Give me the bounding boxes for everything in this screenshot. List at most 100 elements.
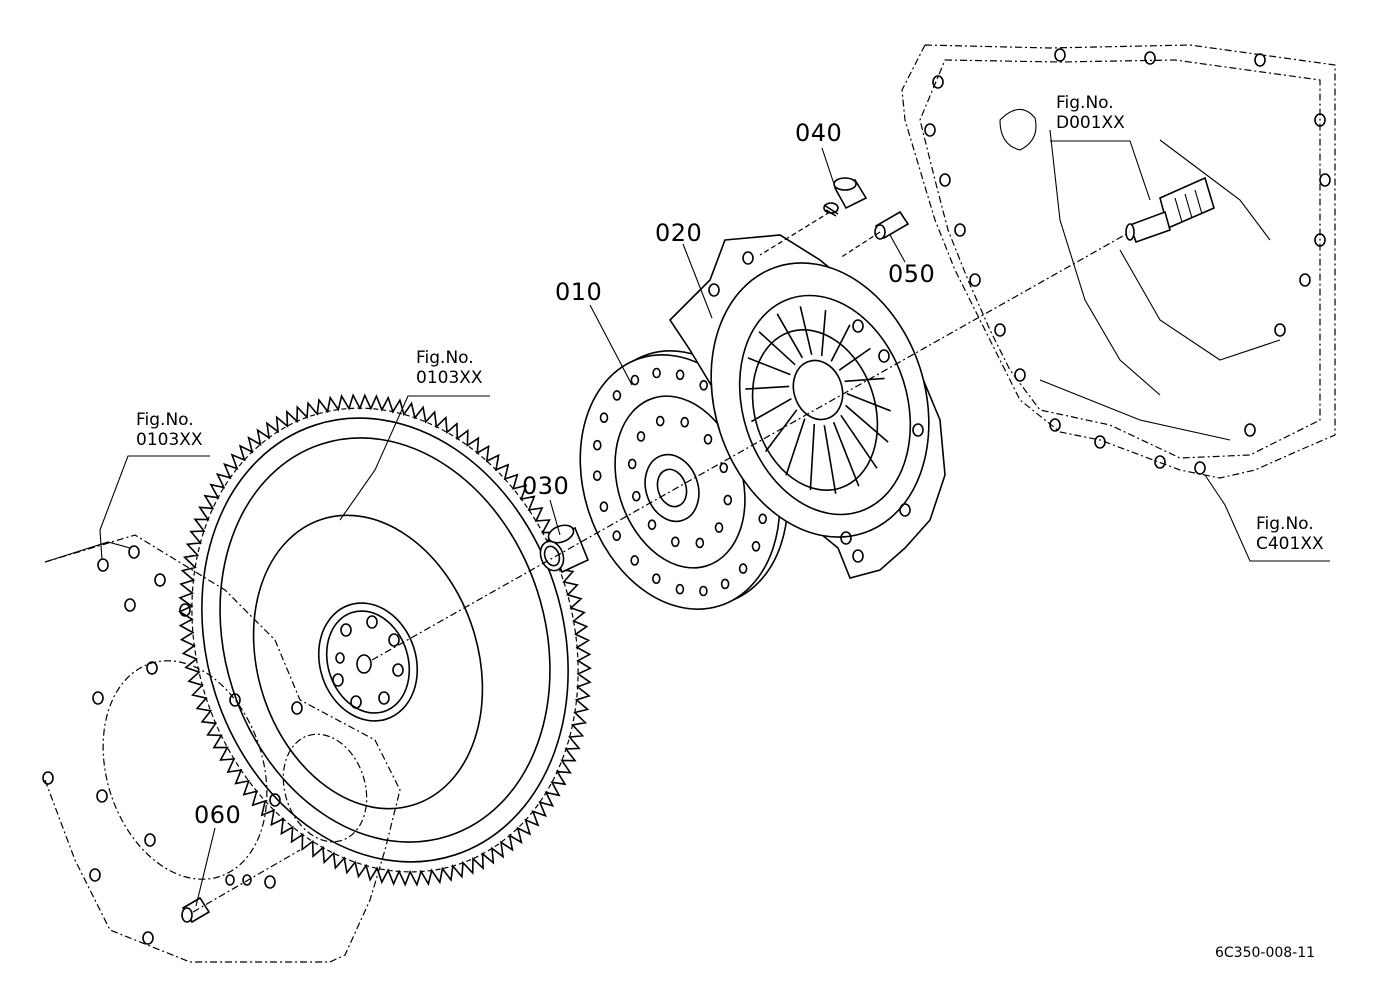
fig-ref-code: D001XX [1056, 113, 1125, 134]
spring-finger [747, 357, 791, 376]
housing-bolt-holes [924, 48, 1331, 475]
plate-bolt-holes [42, 545, 303, 945]
fig-ref-input-shaft: Fig.No. D001XX [1056, 93, 1125, 134]
spring-finger [844, 377, 885, 383]
housing-hole [1299, 273, 1311, 287]
disc-hole [719, 462, 729, 474]
housing-hole [1254, 53, 1266, 67]
spring-finger [820, 310, 827, 357]
spring-finger [776, 313, 804, 359]
disc-hole [675, 369, 685, 381]
disc-hole [699, 379, 709, 391]
housing-hole [924, 123, 936, 137]
fig-ref-label: Fig.No. [416, 348, 474, 368]
housing-hole [1274, 323, 1286, 337]
fig-ref-label: Fig.No. [136, 410, 194, 430]
disc-hole [599, 412, 609, 424]
disc-hole [751, 540, 761, 552]
spring-finger [809, 423, 816, 490]
disc-hole [630, 555, 640, 566]
disc-hole [627, 458, 637, 470]
pin-axis [192, 849, 301, 913]
spring-finger [764, 409, 798, 453]
disc-hole [695, 537, 705, 549]
spring-finger [830, 324, 851, 362]
spring-finger [845, 404, 889, 443]
disc-hole [675, 583, 685, 595]
disc-hole [630, 374, 640, 386]
fig-ref-flywheel: Fig.No. 0103XX [416, 348, 483, 389]
pin-050 [874, 210, 910, 240]
housing-hole [1144, 51, 1156, 65]
housing-hole [932, 75, 944, 89]
drawing-code: 6C350-008-11 [1215, 945, 1316, 961]
disc-hole [720, 578, 730, 590]
spring-finger [785, 418, 806, 476]
center-axis [371, 231, 1131, 661]
housing-hole [1014, 368, 1026, 382]
spring-finger [840, 414, 878, 469]
spring-finger [799, 306, 813, 355]
housing-hole [1244, 423, 1256, 437]
disc-hole [592, 470, 602, 482]
diaphragm-spring-fingers [745, 306, 891, 494]
disc-hole [670, 536, 680, 548]
disc-hole [723, 494, 733, 506]
housing-hole [954, 223, 966, 237]
housing-hole [1314, 233, 1326, 247]
part-label-010: 010 [555, 278, 603, 306]
housing-hole [1314, 113, 1326, 127]
disc-hole [714, 522, 724, 533]
disc-hole [758, 513, 768, 525]
fig-ref-code: C401XX [1256, 534, 1324, 555]
housing-hole [1194, 461, 1206, 475]
housing-hole [1094, 435, 1106, 449]
housing-hole [1154, 455, 1166, 469]
housing-hole [969, 273, 981, 287]
part-label-030: 030 [522, 472, 570, 500]
flywheel-bolt-holes [332, 615, 404, 709]
leader-lines [99, 140, 1330, 907]
disc-hole [599, 501, 609, 513]
housing-hole [1049, 418, 1061, 432]
spring-finger [823, 425, 837, 494]
disc-hole [647, 519, 657, 531]
part-label-060: 060 [194, 801, 242, 829]
engine-back-plate [42, 534, 401, 963]
disc-hole [699, 585, 708, 597]
spring-finger [751, 398, 792, 423]
flywheel [178, 393, 592, 887]
fig-ref-back-plate: Fig.No. 0103XX [136, 410, 203, 451]
part-label-020: 020 [655, 219, 703, 247]
spring-finger [846, 392, 891, 412]
fig-ref-housing: Fig.No. C401XX [1256, 514, 1324, 555]
housing-hole [994, 323, 1006, 337]
fig-ref-code: 0103XX [416, 368, 483, 389]
disc-hole [592, 439, 602, 451]
pilot-bearing [539, 524, 590, 574]
spring-finger [832, 421, 860, 487]
spring-finger [758, 331, 796, 366]
fig-ref-label: Fig.No. [1256, 514, 1314, 534]
disc-hole [703, 433, 713, 445]
disc-hole [652, 367, 661, 379]
transmission-housing [901, 44, 1336, 479]
disc-hole [612, 530, 622, 542]
fig-ref-label: Fig.No. [1056, 93, 1114, 113]
disc-hole [680, 416, 690, 428]
fig-ref-code: 0103XX [136, 430, 203, 451]
spring-finger [838, 347, 871, 371]
disc-hole [631, 490, 641, 502]
part-label-040: 040 [795, 119, 843, 147]
housing-hole [939, 173, 951, 187]
disc-hole [738, 563, 748, 574]
disc-hole [612, 390, 622, 401]
housing-hole [1054, 48, 1066, 62]
spring-finger [745, 385, 790, 390]
disc-hole [655, 415, 665, 427]
bolt-040 [823, 177, 868, 217]
housing-hole [1319, 173, 1331, 187]
part-label-050: 050 [888, 260, 936, 288]
